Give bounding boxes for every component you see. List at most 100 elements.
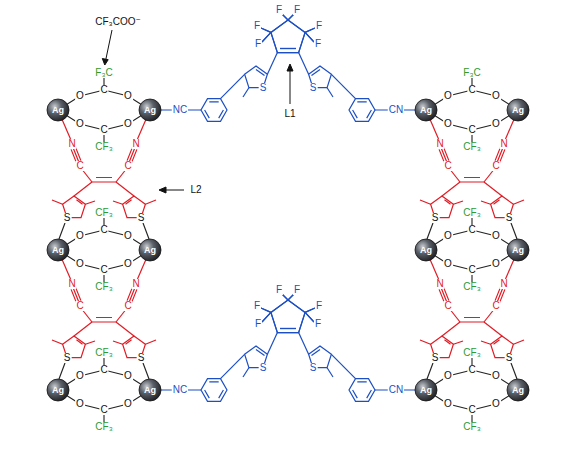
isocyanide-group: NC: [172, 385, 188, 395]
sulfur-atom: S: [505, 213, 514, 223]
silver-atom: Ag: [144, 246, 156, 255]
trifluoromethyl-group: CF₃: [94, 422, 113, 432]
sulfur-atom: S: [259, 83, 268, 93]
oxygen-atom: O: [491, 259, 501, 269]
oxygen-atom: O: [443, 399, 453, 409]
trifluoromethyl-group: F₃C: [462, 68, 481, 78]
oxygen-atom: O: [123, 371, 133, 381]
carbon-atom: C: [467, 125, 476, 135]
oxygen-atom: O: [123, 119, 133, 129]
nitrogen-atom: N: [499, 139, 508, 149]
oxygen-atom: O: [443, 371, 453, 381]
carbon-atom: C: [75, 301, 84, 311]
trifluoromethyl-group: CF₃: [94, 208, 113, 218]
oxygen-atom: O: [75, 399, 85, 409]
silver-dimer: [47, 358, 161, 422]
silver-atom: Ag: [512, 246, 524, 255]
fluorine-atom: F: [253, 301, 261, 311]
fluorine-atom: F: [275, 5, 283, 15]
oxygen-atom: O: [123, 399, 133, 409]
ligand-half: [261, 13, 415, 121]
silver-atom: Ag: [52, 246, 64, 255]
fluorine-atom: F: [293, 5, 301, 15]
silver-atom: Ag: [420, 386, 432, 395]
oxygen-atom: O: [123, 91, 133, 101]
sulfur-atom: S: [259, 363, 268, 373]
nitrogen-atom: N: [67, 279, 76, 289]
sulfur-atom: S: [431, 213, 440, 223]
carbon-atom: C: [491, 161, 500, 171]
nitrogen-atom: N: [435, 279, 444, 289]
oxygen-atom: O: [75, 119, 85, 129]
oxygen-atom: O: [123, 231, 133, 241]
trifluoromethyl-group: CF₃: [462, 422, 481, 432]
carbon-atom: C: [467, 85, 476, 95]
silver-dimer: [415, 218, 529, 282]
leader-arrows: [102, 30, 293, 193]
fluorine-atom: F: [275, 285, 283, 295]
oxygen-atom: O: [443, 259, 453, 269]
oxygen-atom: O: [75, 91, 85, 101]
sulfur-atom: S: [63, 353, 72, 363]
sulfur-atom: S: [137, 353, 146, 363]
trifluoromethyl-group: CF₃: [94, 348, 113, 358]
isocyanide-group: CN: [388, 385, 404, 395]
sulfur-atom: S: [137, 213, 146, 223]
carbon-atom: C: [99, 225, 108, 235]
oxygen-atom: O: [491, 231, 501, 241]
isocyanide-group: CN: [388, 105, 404, 115]
trifluoromethyl-group: CF₃: [462, 208, 481, 218]
ligand-l1-bottom: [161, 293, 415, 401]
oxygen-atom: O: [123, 259, 133, 269]
ligand-half: [261, 293, 415, 401]
fluorine-atom: F: [315, 301, 323, 311]
fluorine-atom: F: [293, 285, 301, 295]
carbon-atom: C: [467, 405, 476, 415]
carbon-atom: C: [99, 365, 108, 375]
fluorine-atom: F: [254, 319, 262, 329]
silver-dimer: [415, 78, 529, 142]
trifluoromethyl-group: CF₃: [462, 282, 481, 292]
silver-atom: Ag: [420, 246, 432, 255]
carbon-atom: C: [123, 301, 132, 311]
silver-dimer: [415, 358, 529, 422]
silver-dimer: [47, 78, 161, 142]
carbon-atom: C: [75, 161, 84, 171]
oxygen-atom: O: [491, 91, 501, 101]
carbon-atom: C: [99, 265, 108, 275]
nitrogen-atom: N: [67, 139, 76, 149]
trifluoromethyl-group: F₃C: [94, 68, 113, 78]
fluorine-atom: F: [315, 21, 323, 31]
sulfur-atom: S: [431, 353, 440, 363]
oxygen-atom: O: [443, 231, 453, 241]
carbon-atom: C: [123, 161, 132, 171]
trifluoromethyl-group: CF₃: [462, 142, 481, 152]
oxygen-atom: O: [491, 399, 501, 409]
oxygen-atom: O: [75, 231, 85, 241]
oxygen-atom: O: [75, 259, 85, 269]
silver-atom: Ag: [52, 386, 64, 395]
carbon-atom: C: [99, 405, 108, 415]
nitrogen-atom: N: [435, 139, 444, 149]
ligand-half: [161, 293, 315, 401]
sulfur-atom: S: [505, 353, 514, 363]
fluorine-atom: F: [254, 39, 262, 49]
silver-atom: Ag: [144, 386, 156, 395]
carbon-atom: C: [99, 85, 108, 95]
oxygen-atom: O: [443, 119, 453, 129]
oxygen-atom: O: [443, 91, 453, 101]
silver-atom: Ag: [512, 106, 524, 115]
silver-atom: Ag: [52, 106, 64, 115]
carbon-atom: C: [443, 161, 452, 171]
carbon-atom: C: [443, 301, 452, 311]
silver-dimer: [47, 218, 161, 282]
ligand-l1-top: [161, 13, 415, 121]
ligand-label: L1: [283, 109, 296, 119]
nitrogen-atom: N: [131, 279, 140, 289]
sulfur-atom: S: [63, 213, 72, 223]
fluorine-atom: F: [253, 21, 261, 31]
sulfur-atom: S: [309, 363, 318, 373]
trifluoromethyl-group: CF₃: [94, 142, 113, 152]
